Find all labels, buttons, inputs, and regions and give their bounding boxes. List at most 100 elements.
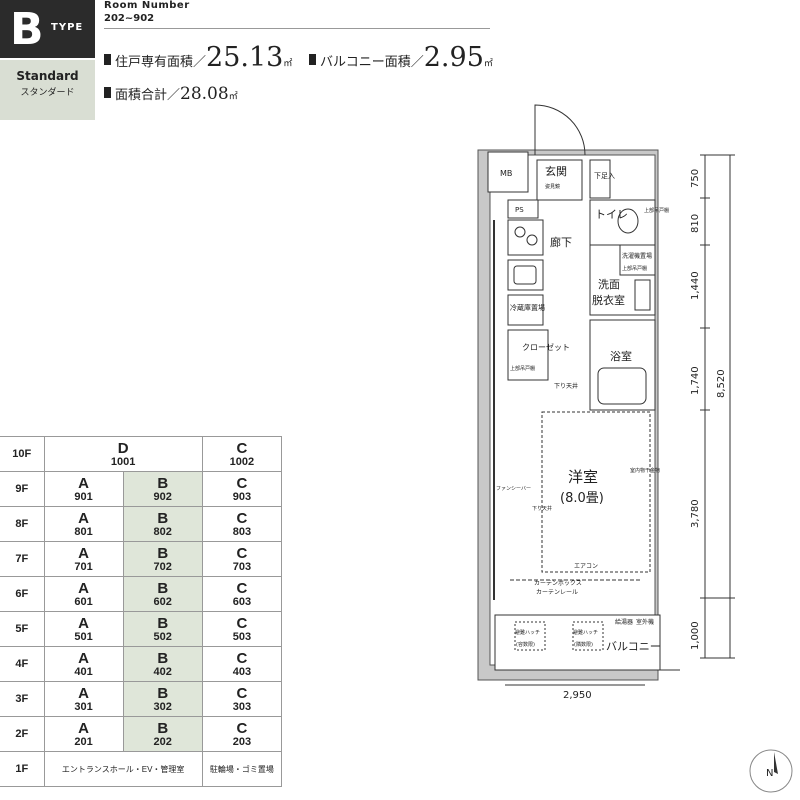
unit-number: 203 bbox=[232, 735, 252, 748]
type-badge-top bbox=[0, 0, 95, 58]
balcony-area-value: 2.95 bbox=[423, 42, 484, 73]
sink-basin bbox=[513, 265, 537, 285]
unit-number: 902 bbox=[153, 490, 172, 503]
unit-number: 202 bbox=[153, 735, 172, 748]
entrance-label: 玄関 bbox=[545, 164, 567, 178]
balcony-area-label: バルコニー面積／ bbox=[320, 55, 424, 70]
unit-number: 603 bbox=[232, 595, 252, 608]
drying-hardware-label: 室内物干金物 bbox=[630, 467, 660, 474]
floor-label: 5F bbox=[0, 611, 45, 647]
bullet-square bbox=[104, 54, 111, 65]
burner-icon bbox=[514, 226, 526, 238]
dim-750: 750 bbox=[690, 169, 701, 188]
private-area-value: 25.13 bbox=[206, 42, 284, 73]
washroom-label-1: 洗面 bbox=[598, 278, 620, 291]
dim-1000: 1,000 bbox=[690, 621, 701, 650]
header-divider bbox=[104, 28, 490, 29]
private-area-unit: ㎡ bbox=[283, 59, 293, 69]
curtain-rail-label: カーテンレール bbox=[536, 589, 578, 596]
water-heater-label: 給湯器 bbox=[615, 618, 633, 626]
balcony-area bbox=[494, 614, 661, 671]
unit-number: 803 bbox=[232, 525, 252, 538]
evac-hatch-1-label: 避難ハッチ bbox=[515, 629, 540, 636]
unit-type: C bbox=[236, 544, 248, 562]
balcony-label: バルコニー bbox=[606, 640, 661, 653]
outdoor-unit-label: 室外機 bbox=[636, 618, 654, 626]
unit-type: A bbox=[78, 509, 89, 527]
unit-number: 201 bbox=[74, 735, 93, 748]
vertical-dimensions: 750 810 1,440 1,740 3,780 1,000 8,520 bbox=[680, 150, 740, 670]
unit-type: A bbox=[78, 649, 89, 667]
evac-hatch-2-label: 避難ハッチ bbox=[573, 629, 598, 636]
unit-number: 403 bbox=[232, 665, 252, 678]
unit-type: C bbox=[236, 439, 248, 457]
unit-type: B bbox=[157, 649, 169, 667]
type-badge: B TYPE Standard スタンダード bbox=[0, 0, 95, 120]
unit-number: 401 bbox=[74, 665, 93, 678]
toilet-label: トイレ bbox=[595, 208, 628, 221]
evac-hatch-1 bbox=[514, 621, 546, 651]
unit-number: 501 bbox=[74, 630, 93, 643]
compass: N bbox=[749, 749, 793, 793]
toilet-room bbox=[589, 199, 656, 246]
balcony-area-row: バルコニー面積／2.95㎡ bbox=[309, 42, 493, 73]
unit-type: A bbox=[78, 719, 89, 737]
compass-ring bbox=[749, 749, 793, 793]
compass-north: N bbox=[766, 768, 773, 779]
curtain-box-label: カーテンボックス bbox=[534, 579, 582, 587]
western-room bbox=[541, 411, 651, 573]
dim-810: 810 bbox=[690, 214, 701, 233]
unit-number: 701 bbox=[74, 560, 93, 573]
type-label: TYPE bbox=[51, 22, 84, 33]
unit-number: 601 bbox=[74, 595, 93, 608]
floor-plan: MB 玄関 姿見鏡 下足入 PS トイレ 上部吊戸棚 廊下 洗濯機置場 上部吊戸… bbox=[477, 104, 680, 700]
unit-type: C bbox=[236, 719, 248, 737]
floor-label: 8F bbox=[0, 506, 45, 542]
ground-right-note: 駐輪場・ゴミ置場 bbox=[201, 751, 283, 787]
ps-label: PS bbox=[515, 206, 524, 214]
unit-number: 903 bbox=[232, 490, 252, 503]
unit-number: 402 bbox=[153, 665, 172, 678]
unit-number: 901 bbox=[74, 490, 93, 503]
unit-type: A bbox=[78, 579, 89, 597]
total-area-row: 面積合計／28.08㎡ bbox=[104, 84, 238, 104]
bath-label: 浴室 bbox=[610, 349, 632, 363]
plan-name-jp: スタンダード bbox=[20, 88, 75, 98]
total-area-unit: ㎡ bbox=[228, 92, 238, 102]
floor-label: 9F bbox=[0, 471, 45, 507]
closet-shelf-label: 上部吊戸棚 bbox=[510, 365, 535, 372]
evac-hatch-2 bbox=[572, 621, 604, 651]
unit-type: C bbox=[236, 579, 248, 597]
plan-name: Standard bbox=[16, 69, 79, 83]
unit-type: C bbox=[236, 509, 248, 527]
unit-type: B bbox=[157, 509, 169, 527]
north-arrow-icon bbox=[774, 752, 778, 774]
unit-type: B bbox=[157, 474, 169, 492]
dim-total: 8,520 bbox=[716, 369, 727, 398]
ps-box bbox=[507, 199, 539, 219]
toilet-icon bbox=[617, 208, 639, 234]
bathroom bbox=[589, 319, 656, 411]
washer-label: 洗濯機置場 bbox=[622, 252, 652, 260]
dimension-lines: 750 810 1,440 1,740 3,780 1,000 8,520 bbox=[690, 154, 735, 659]
